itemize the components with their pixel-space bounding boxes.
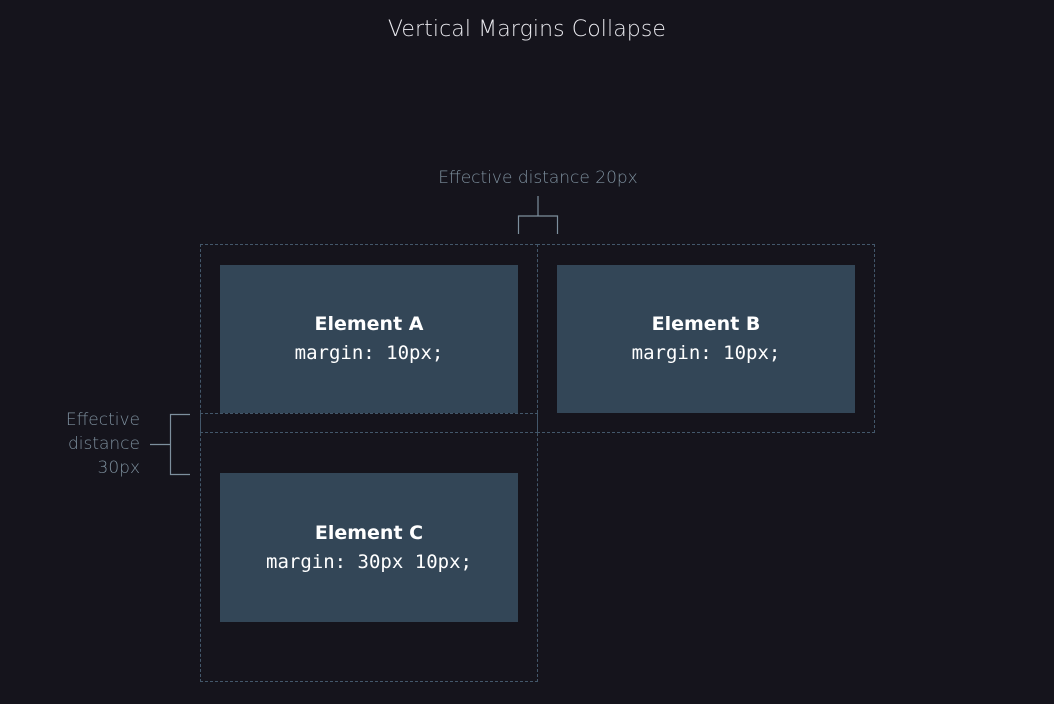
element-b-box: Element B margin: 10px;: [557, 265, 855, 413]
horizontal-distance-bracket: [517, 196, 559, 234]
vertical-distance-note: Effective distance 30px: [30, 408, 140, 480]
element-c-name: Element C: [314, 521, 424, 544]
element-c-box: Element C margin: 30px 10px;: [220, 473, 518, 622]
element-c-code: margin: 30px 10px;: [266, 550, 472, 573]
margin-outline-c: [200, 413, 538, 682]
horizontal-distance-note: Effective distance 20px: [438, 168, 638, 188]
vertical-distance-note-line-2: distance: [67, 434, 140, 454]
element-a-name: Element A: [314, 313, 424, 335]
vertical-distance-bracket: [150, 413, 190, 476]
element-a-box: Element A margin: 10px;: [220, 265, 518, 413]
element-b-name: Element B: [651, 313, 761, 335]
vertical-distance-note-line-3: 30px: [97, 458, 140, 478]
diagram-title: Vertical Margins Collapse: [387, 17, 667, 42]
vertical-distance-note-line-1: Effective: [65, 410, 140, 430]
margin-outline-b: [537, 244, 875, 433]
element-a-code: margin: 10px;: [294, 342, 444, 364]
element-b-code: margin: 10px;: [631, 342, 781, 364]
